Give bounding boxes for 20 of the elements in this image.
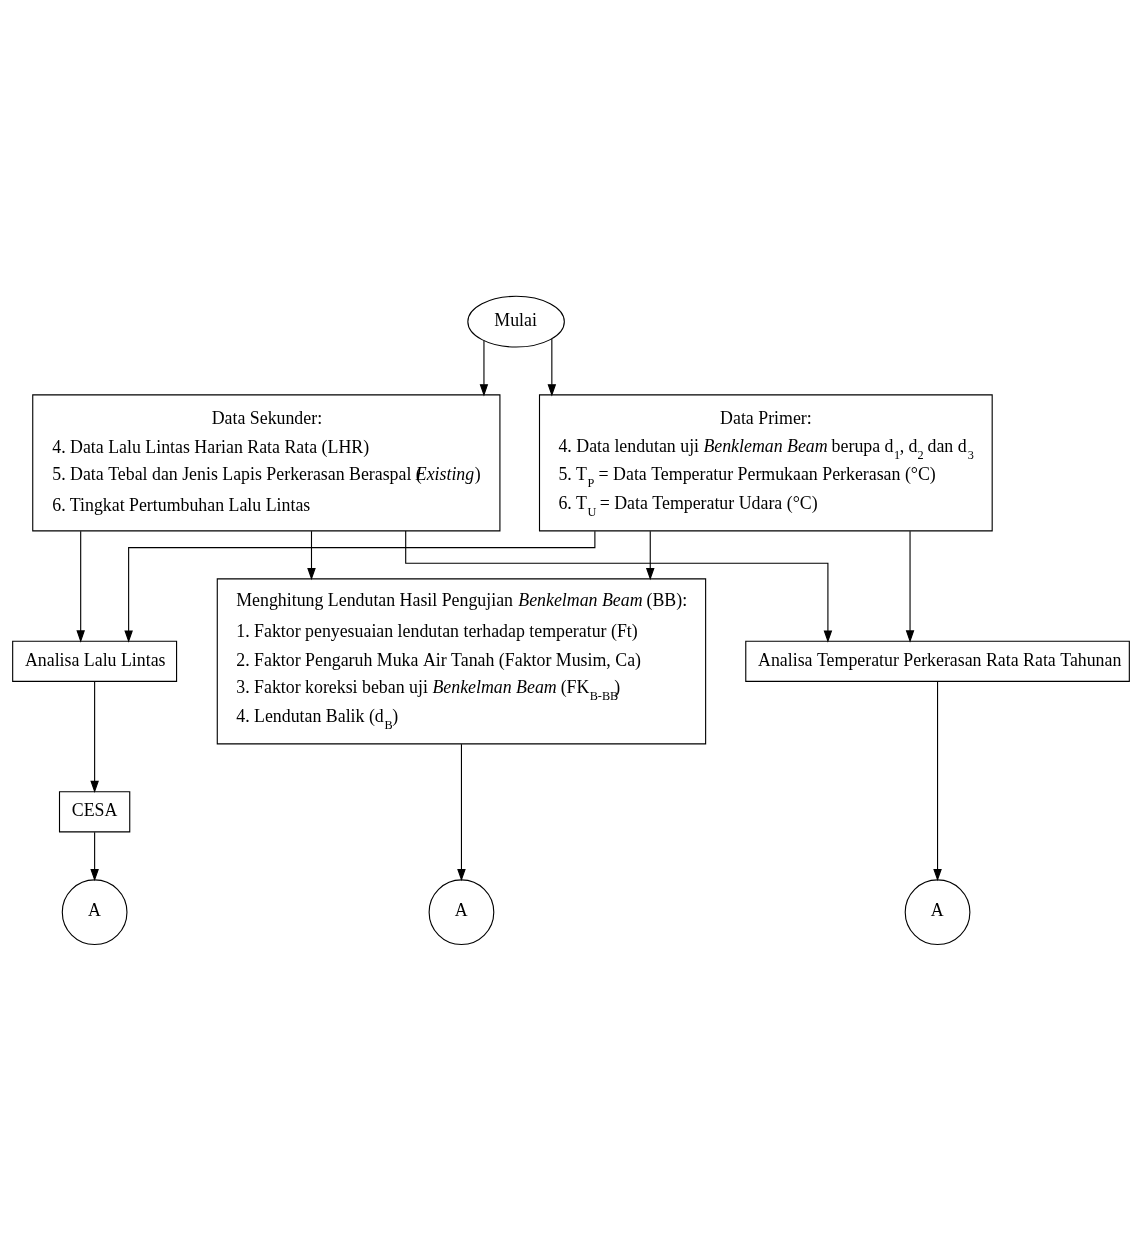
arrow — [76, 530, 85, 643]
arrow — [90, 681, 99, 794]
arrow — [307, 530, 316, 581]
arrow — [933, 680, 942, 882]
node-circle: A — [428, 879, 495, 946]
arrow — [405, 530, 833, 643]
arrow — [547, 338, 557, 397]
node-box: Menghitung Lendutan Hasil Pengujian Benkelman Beam (BB): 1. Faktor penyesuaian lendutan terhadap temperatur (Ft) 2. Faktor Pengaruh Muka Air Tanah (Faktor Musim, Ca) 3. Faktor koreksi beban uji Benkelman Beam (FK$_{B-BB}$) 4. Lendutan Balik (d$_{B}$) — [216, 578, 707, 745]
node-box: Data Primer: 4. Data lendutan uji Benkleman Beam berupa d$_{1}$, d$_{2}$ dan d$_{3}$ 5. T$_{P}$ = Data Temperatur Permukaan Perkerasan (°C) 6. T$_{U}$ = Data Temperatur Udara (°C) — [538, 394, 993, 532]
node-circle: A — [904, 879, 971, 946]
arrow — [457, 743, 466, 882]
arrow — [479, 340, 489, 397]
arrow — [645, 530, 655, 581]
node-box: Analisa Lalu Lintas — [12, 640, 178, 682]
arrow — [905, 530, 915, 643]
node-box: CESA — [58, 791, 131, 833]
node-box: Analisa Temperatur Perkerasan Rata Rata Tahunan — [745, 640, 1130, 682]
node-ellipse: Mulai — [467, 295, 565, 348]
node-circle: A — [61, 879, 128, 946]
arrow — [90, 831, 99, 882]
